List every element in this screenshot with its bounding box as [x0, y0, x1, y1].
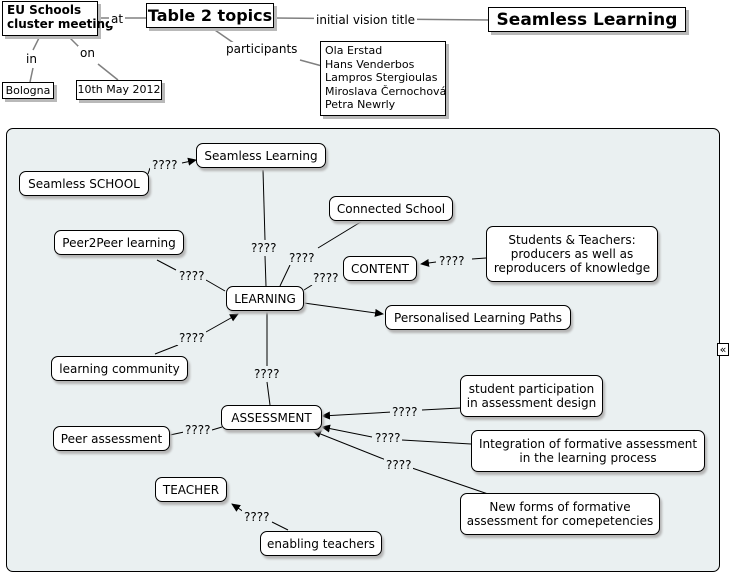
node-label: Peer2Peer learning	[62, 235, 176, 250]
place-label: Bologna	[5, 83, 51, 97]
link-label: ????	[150, 158, 180, 172]
date-label: 10th May 2012	[77, 83, 161, 96]
node-peer2peer-learning[interactable]: Peer2Peer learning	[54, 230, 184, 255]
node-label: learning community	[59, 361, 180, 376]
link-label-initial-vision-title: initial vision title	[314, 13, 418, 27]
node-label-line-2: producers as well as	[510, 247, 634, 261]
node-label-line-2: assessment for comepetencies	[466, 514, 654, 528]
vision-node[interactable]: Seamless Learning	[488, 7, 686, 32]
node-seamless-learning[interactable]: Seamless Learning	[196, 143, 326, 168]
vision-label: Seamless Learning	[496, 9, 678, 30]
node-learning-community[interactable]: learning community	[51, 356, 188, 381]
node-label: Seamless SCHOOL	[28, 176, 140, 191]
link-label: ????	[390, 405, 420, 419]
node-label-line-2: in the learning process	[519, 451, 657, 465]
node-learning[interactable]: LEARNING	[226, 286, 304, 311]
node-seamless-school[interactable]: Seamless SCHOOL	[19, 171, 149, 196]
node-label: ASSESSMENT	[231, 410, 312, 425]
participant-5: Petra Newrly	[325, 98, 396, 111]
link-label: ????	[252, 367, 282, 381]
link-label: ????	[177, 269, 207, 283]
node-content[interactable]: CONTENT	[343, 256, 417, 281]
participant-3: Lampros Stergioulas	[325, 71, 438, 84]
link-label: ????	[287, 251, 317, 265]
place-node[interactable]: Bologna	[2, 82, 54, 99]
node-label-line-2: in assessment design	[466, 396, 597, 410]
node-personalised-learning-paths[interactable]: Personalised Learning Paths	[385, 305, 571, 330]
node-label: Seamless Learning	[204, 148, 318, 163]
link-label-at: at	[109, 12, 126, 26]
node-student-participation[interactable]: student participation in assessment desi…	[460, 375, 603, 417]
topic-label: Table 2 topics	[147, 5, 273, 25]
node-integration-formative[interactable]: Integration of formative assessment in t…	[471, 430, 705, 472]
link-label-on: on	[78, 46, 97, 60]
node-label: CONTENT	[350, 261, 410, 276]
node-label-line-1: New forms of formative	[489, 500, 631, 514]
node-teacher[interactable]: TEACHER	[155, 477, 227, 502]
node-peer-assessment[interactable]: Peer assessment	[53, 426, 170, 451]
node-label-line-3: reproducers of knowledge	[493, 261, 651, 275]
link-label-in: in	[24, 52, 39, 66]
link-label: ????	[384, 458, 414, 472]
node-assessment[interactable]: ASSESSMENT	[221, 405, 322, 430]
node-label: Connected School	[336, 201, 446, 216]
node-label-line-1: Students & Teachers:	[508, 233, 636, 247]
event-line-1: EU Schools	[7, 3, 82, 17]
link-label: ????	[373, 431, 403, 445]
node-label: Personalised Learning Paths	[394, 310, 562, 325]
participant-2: Hans Venderbos	[325, 57, 415, 71]
node-label: TEACHER	[162, 482, 220, 497]
node-connected-school[interactable]: Connected School	[329, 196, 453, 221]
node-enabling-teachers[interactable]: enabling teachers	[260, 531, 382, 556]
collapse-panel-button[interactable]: «	[717, 343, 729, 356]
node-new-forms-formative[interactable]: New forms of formative assessment for co…	[460, 493, 660, 535]
event-line-2: cluster meeting	[7, 16, 114, 31]
link-label: ????	[183, 423, 213, 437]
link-label: ????	[242, 510, 272, 524]
link-label: ????	[177, 331, 207, 345]
node-label: LEARNING	[234, 291, 296, 306]
node-label-line-1: student participation	[468, 382, 595, 396]
topic-node[interactable]: Table 2 topics	[146, 3, 274, 28]
date-node[interactable]: 10th May 2012	[76, 80, 162, 100]
link-label: ????	[249, 241, 279, 255]
node-students-teachers[interactable]: Students & Teachers: producers as well a…	[486, 226, 658, 282]
node-label-line-1: Integration of formative assessment	[478, 437, 698, 451]
link-label: ????	[311, 271, 341, 285]
participant-1: Ola Erstad	[325, 44, 383, 57]
link-label-participants: participants	[224, 42, 300, 56]
node-label: Peer assessment	[60, 431, 163, 446]
participant-4: Miroslava Černochová	[325, 84, 447, 98]
link-label: ????	[437, 254, 467, 268]
node-label: enabling teachers	[267, 536, 375, 551]
event-node[interactable]: EU Schools cluster meeting	[2, 1, 114, 36]
participants-node[interactable]: Ola Erstad Hans Venderbos Lampros Stergi…	[320, 41, 446, 116]
